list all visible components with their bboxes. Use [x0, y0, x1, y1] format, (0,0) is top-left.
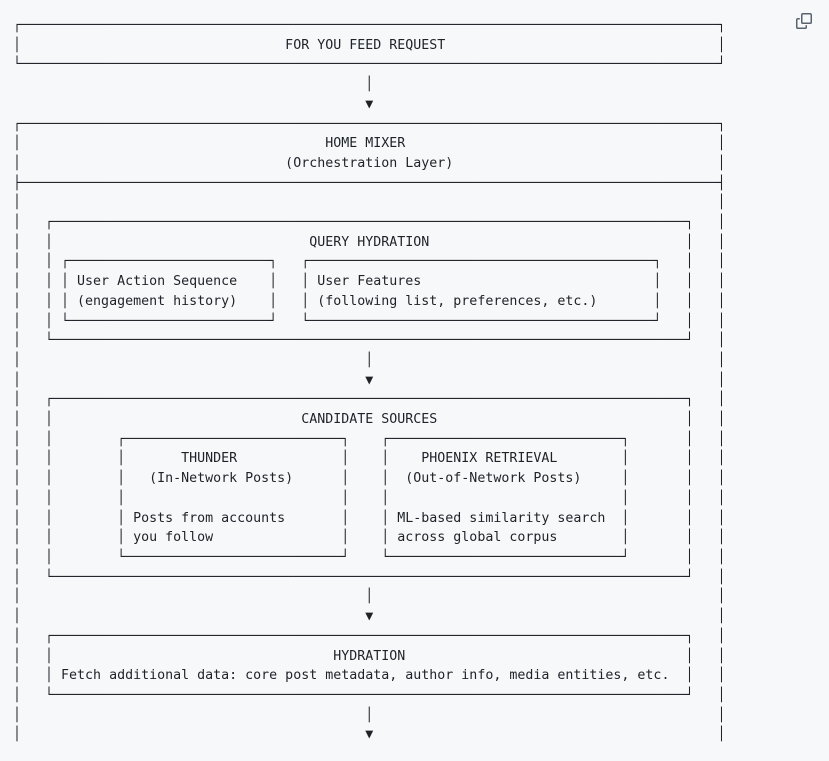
copy-button[interactable]	[794, 11, 814, 31]
copy-icon	[796, 13, 812, 29]
